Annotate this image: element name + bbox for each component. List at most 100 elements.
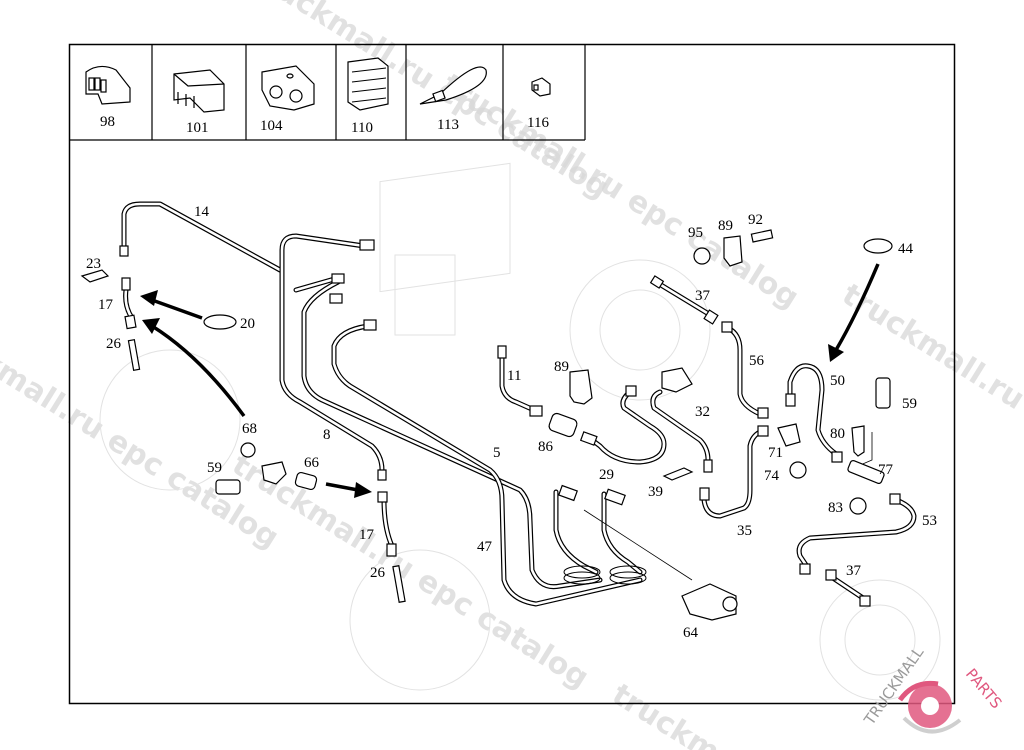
fitting-47-top	[363, 319, 377, 331]
callout-35[interactable]: 35	[737, 523, 752, 539]
pipe-upper-left	[293, 275, 341, 293]
pipe-47	[331, 323, 643, 607]
callout-64[interactable]: 64	[683, 625, 699, 641]
bracket-89-mid[interactable]	[569, 369, 593, 405]
watermark: truckmall.ru epc catalog	[226, 447, 595, 696]
fitting-56-top	[721, 321, 733, 333]
header-part-98[interactable]: 98	[85, 65, 131, 130]
fitting-50-bottom	[831, 451, 843, 463]
small-clip-icon	[531, 77, 551, 97]
pipe-56	[725, 325, 763, 417]
nut-95[interactable]	[693, 247, 711, 265]
fitting-upper	[331, 273, 345, 284]
switch-59-right[interactable]	[875, 377, 891, 409]
callout-37[interactable]: 37	[846, 563, 862, 579]
pipe-29	[589, 389, 667, 465]
callout-74[interactable]: 74	[764, 468, 780, 484]
callout-80[interactable]: 80	[830, 426, 845, 442]
bolt-92[interactable]	[750, 229, 774, 243]
callout-59[interactable]: 59	[902, 396, 917, 412]
pipe-35	[701, 429, 763, 519]
fitting-14-end	[119, 245, 129, 257]
callout-20[interactable]: 20	[240, 316, 255, 332]
callout-83[interactable]: 83	[828, 500, 843, 516]
header-part-116[interactable]: 116	[527, 77, 551, 131]
hose-17-lower	[381, 497, 395, 549]
fitting-8-end	[377, 469, 387, 481]
bolt-66[interactable]	[294, 471, 318, 491]
bolt-80[interactable]	[851, 425, 865, 457]
callout-50[interactable]: 50	[830, 373, 845, 389]
callout-77[interactable]: 77	[878, 462, 894, 478]
callout-14[interactable]: 14	[194, 204, 210, 220]
junction-77[interactable]	[847, 459, 885, 485]
fitting-coil-left	[558, 484, 578, 502]
header-part-113[interactable]: 113	[419, 66, 487, 133]
callout-56[interactable]: 56	[749, 353, 765, 369]
callout-26[interactable]: 26	[370, 565, 386, 581]
callout-17[interactable]: 17	[98, 297, 114, 313]
callout-66[interactable]: 66	[304, 455, 320, 471]
cap-74[interactable]	[789, 461, 807, 479]
callout-32[interactable]: 32	[695, 404, 710, 420]
adapter-86[interactable]	[548, 412, 579, 438]
arrow-66-to-17b	[325, 482, 372, 498]
pipe-5	[301, 279, 603, 590]
callout-53[interactable]: 53	[922, 513, 937, 529]
callout-44[interactable]: 44	[898, 241, 914, 257]
clip-23[interactable]	[80, 269, 110, 283]
nut-68[interactable]	[240, 442, 256, 458]
coil-hoses	[553, 489, 647, 585]
part-number-label: 113	[437, 117, 459, 133]
clip-39[interactable]	[662, 467, 694, 481]
cap-83[interactable]	[849, 497, 867, 515]
callout-26[interactable]: 26	[106, 336, 122, 352]
bleeder-26-left[interactable]	[127, 339, 141, 371]
arrow-68-to-17	[142, 318, 246, 418]
tee-connector[interactable]	[261, 461, 287, 485]
fitting-5-top	[329, 293, 343, 304]
valve-64[interactable]	[681, 583, 737, 621]
callout-11[interactable]: 11	[507, 368, 521, 384]
pipe-32	[650, 389, 711, 471]
callout-86[interactable]: 86	[538, 439, 554, 455]
callout-47[interactable]: 47	[477, 539, 493, 555]
part-number-label: 110	[351, 120, 373, 136]
clip-clamp-icon	[85, 65, 131, 105]
header-part-101[interactable]: 101	[173, 69, 225, 136]
callout-71[interactable]: 71	[768, 445, 783, 461]
callout-59[interactable]: 59	[207, 460, 222, 476]
callout-23[interactable]: 23	[86, 256, 101, 272]
fitting-17b-bottom	[386, 543, 397, 557]
washer-44[interactable]	[863, 238, 893, 254]
valve-64-port	[722, 596, 738, 612]
callout-92[interactable]: 92	[748, 212, 763, 228]
fitting-coil-right	[604, 488, 626, 506]
fittings-layer	[80, 229, 901, 621]
switch-59-left[interactable]	[215, 479, 241, 495]
fitting-29-end	[579, 431, 598, 446]
callout-95[interactable]: 95	[688, 225, 703, 241]
washer-20[interactable]	[203, 314, 237, 330]
callout-17[interactable]: 17	[359, 527, 375, 543]
fitting-53-top	[889, 493, 901, 505]
callout-89[interactable]: 89	[718, 218, 733, 234]
callout-68[interactable]: 68	[242, 421, 257, 437]
callout-8[interactable]: 8	[323, 427, 331, 443]
fitting-17-bottom	[124, 314, 137, 330]
valve-32[interactable]	[661, 367, 693, 393]
callout-29[interactable]: 29	[599, 467, 614, 483]
callout-37[interactable]: 37	[695, 288, 711, 304]
header-part-110[interactable]: 110	[347, 57, 389, 136]
fitting-35-top	[757, 425, 769, 437]
cable-tie-icon	[419, 66, 487, 105]
tee-71[interactable]	[777, 423, 801, 447]
header-part-104[interactable]: 104	[260, 65, 315, 134]
callout-5[interactable]: 5	[493, 445, 501, 461]
bracket-89-top[interactable]	[723, 235, 743, 267]
callout-89[interactable]: 89	[554, 359, 569, 375]
callout-39[interactable]: 39	[648, 484, 663, 500]
leader-line-64	[583, 509, 693, 581]
bleeder-26-lower[interactable]	[392, 565, 406, 603]
